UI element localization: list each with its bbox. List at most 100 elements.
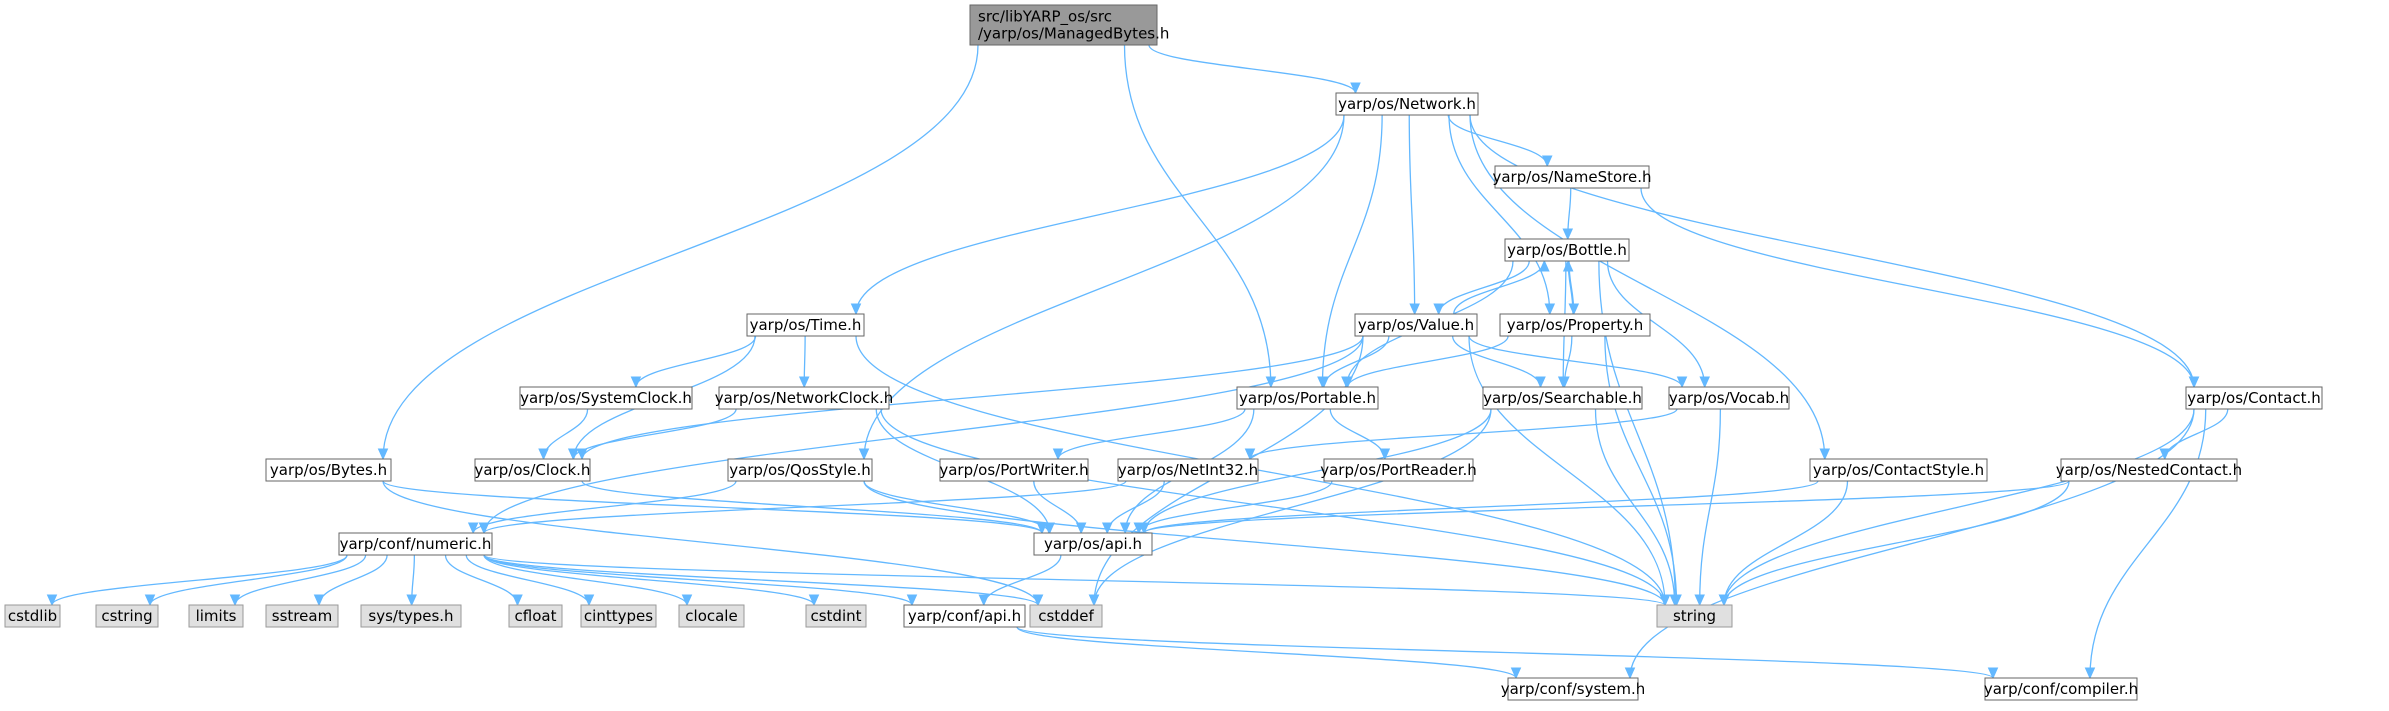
node-label: yarp/os/Portable.h: [1239, 389, 1376, 407]
arrowhead-network-to-property: [1544, 303, 1556, 316]
node-clock[interactable]: yarp/os/Clock.h: [474, 458, 591, 482]
node-box: [939, 458, 1089, 482]
node-vocab[interactable]: yarp/os/Vocab.h: [1668, 386, 1790, 410]
node-box: [678, 604, 745, 628]
edge-vocab-to-string: [1699, 408, 1722, 606]
node-time[interactable]: yarp/os/Time.h: [746, 313, 865, 337]
node-label: cstdint: [810, 607, 861, 625]
edge-root-to-network: [1148, 44, 1357, 94]
arrowhead-portable-to-portwriter: [1052, 448, 1064, 461]
node-qosstyle[interactable]: yarp/os/QosStyle.h: [727, 458, 873, 482]
node-osapi[interactable]: yarp/os/api.h: [1033, 532, 1153, 556]
edge-networkclock-to-clock: [572, 408, 737, 460]
arrowhead-searchable-to-cstddef: [1088, 594, 1100, 607]
arrowhead-nestedcontact-to-osapi: [1138, 522, 1150, 535]
edge-vocab-to-netint32: [1249, 408, 1678, 460]
node-root[interactable]: src/libYARP_os/src/yarp/os/ManagedBytes.…: [969, 4, 1169, 46]
node-label: yarp/os/ContactStyle.h: [1813, 461, 1984, 479]
node-bytes[interactable]: yarp/os/Bytes.h: [265, 458, 392, 482]
node-portable[interactable]: yarp/os/Portable.h: [1236, 386, 1379, 410]
node-label: yarp/os/NetInt32.h: [1118, 461, 1258, 479]
arrowhead-bottle-to-value: [1433, 303, 1444, 316]
node-label: yarp/os/Searchable.h: [1483, 389, 1642, 407]
node-label: yarp/os/QosStyle.h: [729, 461, 871, 479]
node-box: [2185, 386, 2323, 410]
arrowhead-confapi-to-compiler: [1987, 667, 1999, 680]
edge-bytes-to-osapi: [382, 480, 1043, 534]
edge-searchable-to-string: [1594, 408, 1676, 606]
node-label: limits: [196, 607, 237, 625]
node-system[interactable]: yarp/conf/system.h: [1501, 677, 1646, 701]
node-box: [805, 604, 867, 628]
node-box: [1354, 313, 1478, 337]
edge-network-to-contactstyle: [1469, 114, 1826, 460]
node-portwriter[interactable]: yarp/os/PortWriter.h: [939, 458, 1089, 482]
node-label: cstdlib: [8, 607, 57, 625]
node-box: [188, 604, 244, 628]
node-label: clocale: [685, 607, 737, 625]
node-nestedcontact[interactable]: yarp/os/NestedContact.h: [2056, 458, 2242, 482]
node-label: yarp/conf/compiler.h: [1984, 680, 2138, 698]
node-netint32[interactable]: yarp/os/NetInt32.h: [1117, 458, 1259, 482]
arrowhead-numeric-to-cstdlib: [46, 594, 58, 607]
arrowhead-contact-to-compiler: [2084, 667, 2096, 680]
node-networkclock[interactable]: yarp/os/NetworkClock.h: [715, 386, 894, 410]
node-systemclock[interactable]: yarp/os/SystemClock.h: [519, 386, 693, 410]
node-label: yarp/os/NetworkClock.h: [715, 389, 894, 407]
node-numeric[interactable]: yarp/conf/numeric.h: [338, 532, 493, 556]
arrowhead-namestore-to-contact: [2188, 376, 2200, 389]
node-label: yarp/conf/system.h: [1501, 680, 1646, 698]
node-box: [1482, 386, 1643, 410]
node-confapi[interactable]: yarp/conf/api.h: [903, 604, 1026, 628]
node-network[interactable]: yarp/os/Network.h: [1335, 92, 1479, 116]
node-box: [727, 458, 873, 482]
node-contactstyle[interactable]: yarp/os/ContactStyle.h: [1809, 458, 1988, 482]
node-compiler[interactable]: yarp/conf/compiler.h: [1984, 677, 2138, 701]
node-label: cinttypes: [584, 607, 653, 625]
node-box: [1117, 458, 1259, 482]
node-searchable[interactable]: yarp/os/Searchable.h: [1482, 386, 1643, 410]
node-portreader[interactable]: yarp/os/PortReader.h: [1320, 458, 1477, 482]
edge-network-to-namestore: [1447, 114, 1548, 167]
node-cfloat: cfloat: [508, 604, 563, 628]
arrowhead-network-to-time: [850, 303, 862, 316]
node-cstdint: cstdint: [805, 604, 867, 628]
arrowhead-value-to-portable: [1318, 376, 1330, 389]
node-label: src/libYARP_os/src: [978, 8, 1112, 27]
node-property[interactable]: yarp/os/Property.h: [1499, 313, 1651, 337]
node-box: [508, 604, 563, 628]
node-box: [2060, 458, 2238, 482]
node-namestore[interactable]: yarp/os/NameStore.h: [1492, 165, 1652, 189]
arrowhead-searchable-to-string: [1669, 594, 1680, 607]
node-box: [746, 313, 865, 337]
arrowhead-value-to-vocab: [1676, 376, 1688, 389]
edge-contact-to-compiler: [2089, 408, 2207, 679]
node-contact[interactable]: yarp/os/Contact.h: [2185, 386, 2323, 410]
edge-numeric-to-string: [483, 554, 1666, 606]
node-box: [1507, 677, 1639, 701]
node-label: yarp/os/Clock.h: [475, 461, 591, 479]
node-string: string: [1656, 604, 1733, 628]
arrowhead-value-to-bottle: [1539, 259, 1550, 272]
node-value[interactable]: yarp/os/Value.h: [1354, 313, 1478, 337]
arrowhead-portwriter-to-osapi: [1075, 522, 1087, 535]
edge-property-to-string: [1604, 335, 1678, 606]
arrowhead-numeric-to-systypes: [406, 594, 417, 607]
arrowhead-numeric-to-cstddef: [1032, 594, 1044, 607]
edge-qosstyle-to-numeric: [472, 480, 737, 534]
arrowhead-numeric-to-clocale: [681, 594, 693, 607]
edge-value-to-portable: [1323, 335, 1390, 388]
edge-root-to-portable: [1123, 44, 1272, 388]
node-systypes: sys/types.h: [360, 604, 462, 628]
edge-value-to-string: [1468, 335, 1666, 606]
edge-network-to-property: [1448, 114, 1551, 315]
node-label: cstring: [101, 607, 152, 625]
edge-time-to-string: [855, 335, 1666, 606]
node-label: /yarp/os/ManagedBytes.h: [978, 25, 1169, 43]
node-label: sstream: [272, 607, 332, 625]
arrowhead-property-to-bottle: [1562, 259, 1574, 272]
arrowhead-netint32-to-osapi: [1101, 522, 1113, 535]
node-bottle[interactable]: yarp/os/Bottle.h: [1504, 238, 1630, 262]
edge-numeric-to-cinttypes: [465, 554, 590, 606]
arrowhead-bytes-to-osapi: [1036, 522, 1048, 535]
